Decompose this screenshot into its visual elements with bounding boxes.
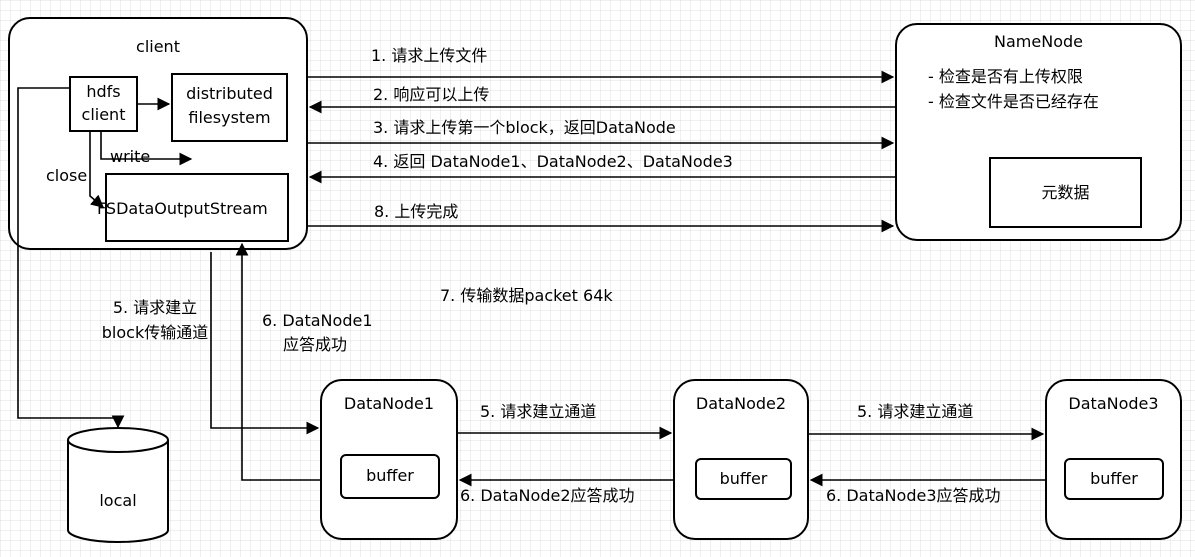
close-label: close [46, 166, 88, 186]
message-6-dn3: 6. DataNode3应答成功 [826, 486, 1001, 505]
message-5-client-line-1: 5. 请求建立 [112, 298, 198, 317]
datanode2-buffer [695, 458, 792, 500]
distributed-filesystem-label-2: filesystem [188, 108, 271, 127]
fsdataoutputstream-label: FSDataOutputStream [97, 199, 268, 218]
write-label: write [110, 147, 151, 167]
datanode3-title: DataNode3 [1068, 394, 1159, 413]
message-5-dn2-to-dn3: 5. 请求建立通道 [857, 402, 974, 421]
datanode3-buffer [1064, 458, 1164, 500]
datanode3-buffer-label: buffer [1090, 469, 1138, 488]
message-3: 3. 请求上传第一个block，返回DataNode [373, 118, 676, 137]
datanode1-buffer-label: buffer [366, 466, 414, 485]
message-2: 2. 响应可以上传 [373, 85, 490, 104]
datanode1-buffer [340, 454, 440, 499]
message-7: 7. 传输数据packet 64k [440, 286, 613, 305]
metadata-box [989, 157, 1142, 228]
distributed-filesystem-label-1: distributed [186, 84, 273, 103]
hdfs-client-label-2: client [81, 105, 126, 124]
message-1: 1. 请求上传文件 [371, 46, 488, 65]
namenode-title: NameNode [994, 32, 1083, 51]
hdfs-client-label-1: hdfs [86, 82, 121, 101]
local-label: local [99, 491, 137, 510]
namenode-check-permission: - 检查是否有上传权限 [928, 67, 1083, 86]
datanode2-title: DataNode2 [695, 394, 787, 413]
fsdataoutputstream-box [105, 173, 289, 242]
client-title: client [136, 37, 180, 56]
local-cylinder [67, 427, 169, 543]
datanode1-title: DataNode1 [343, 394, 435, 413]
message-8: 8. 上传完成 [374, 202, 459, 221]
message-4: 4. 返回 DataNode1、DataNode2、DataNode3 [373, 152, 733, 171]
message-5-client-line-2: block传输通道 [101, 323, 209, 342]
distributed-filesystem-box [171, 73, 288, 142]
metadata-label: 元数据 [1041, 183, 1090, 202]
message-5-dn1-to-dn2: 5. 请求建立通道 [480, 402, 597, 421]
message-6-dn1-line-2: 应答成功 [283, 335, 348, 354]
namenode-check-exists: - 检查文件是否已经存在 [928, 92, 1099, 111]
message-6-dn2: 6. DataNode2应答成功 [460, 486, 635, 505]
datanode2-buffer-label: buffer [719, 469, 768, 488]
message-6-dn1-line-1: 6. DataNode1 [262, 311, 373, 330]
arrow-6-dn1-to-client [235, 242, 320, 481]
